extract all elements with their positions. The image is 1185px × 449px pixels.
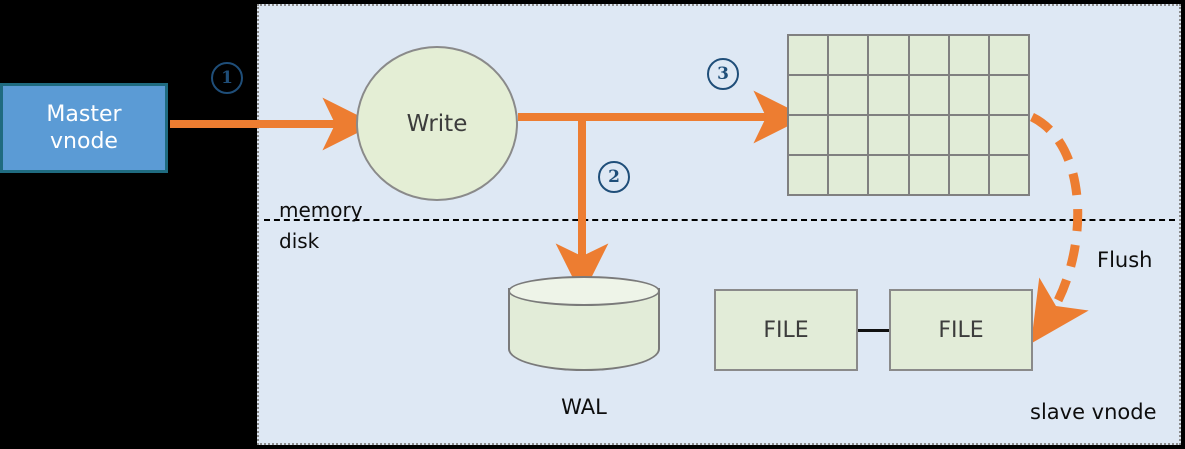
memtable-cell — [949, 76, 988, 114]
memtable-cell — [909, 156, 948, 194]
memtable-cell — [789, 76, 828, 114]
memtable-cell — [869, 156, 908, 194]
memtable-cell — [789, 156, 828, 194]
step-badge-3: 3 — [707, 58, 739, 90]
step-badge-1: 1 — [211, 62, 243, 94]
flush-label: Flush — [1097, 248, 1153, 272]
file-box-2: FILE — [889, 289, 1033, 371]
disk-label: disk — [279, 229, 320, 253]
step-badge-2: 2 — [598, 161, 630, 193]
memory-label: memory — [279, 198, 363, 222]
memory-disk-separator — [264, 219, 1175, 221]
memtable-cell — [869, 36, 908, 74]
write-node-label: Write — [406, 110, 468, 137]
memtable-cell — [949, 36, 988, 74]
master-vnode-label-line2: vnode — [50, 129, 118, 154]
memtable-cell — [829, 116, 868, 154]
wal-cylinder — [508, 276, 660, 371]
wal-cylinder-top — [508, 276, 660, 306]
file-box-1-label: FILE — [763, 317, 809, 343]
memtable-grid — [787, 34, 1030, 196]
file-connector-line — [858, 329, 889, 332]
memtable-cell — [949, 156, 988, 194]
memtable-cell — [989, 116, 1028, 154]
memtable-cell — [909, 36, 948, 74]
memtable-cell — [989, 76, 1028, 114]
memtable-cell — [989, 156, 1028, 194]
file-box-1: FILE — [714, 289, 858, 371]
memtable-cell — [829, 156, 868, 194]
memtable-cell — [869, 116, 908, 154]
file-box-2-label: FILE — [938, 317, 984, 343]
memtable-cell — [829, 76, 868, 114]
memtable-cell — [869, 76, 908, 114]
memtable-cell — [909, 76, 948, 114]
memtable-cell — [829, 36, 868, 74]
wal-label: WAL — [561, 395, 607, 419]
memtable-cell — [949, 116, 988, 154]
master-vnode-label-line1: Master — [46, 101, 122, 127]
memtable-cell — [989, 36, 1028, 74]
memtable-cell — [909, 116, 948, 154]
write-node: Write — [356, 46, 518, 201]
memtable-cell — [789, 36, 828, 74]
slave-vnode-label: slave vnode — [1030, 400, 1157, 424]
memtable-cell — [789, 116, 828, 154]
master-vnode-box: Master vnode — [0, 83, 168, 173]
